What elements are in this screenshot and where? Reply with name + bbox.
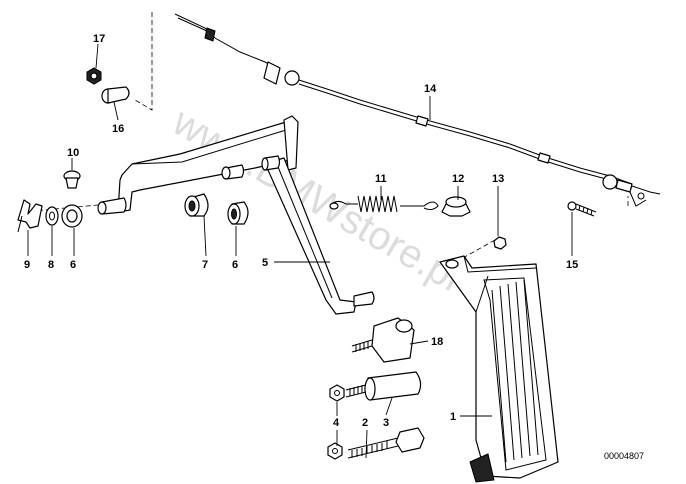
pedal-bracket[interactable] xyxy=(97,115,375,315)
bushing-7[interactable] xyxy=(184,193,209,217)
nut-4-lower[interactable] xyxy=(327,442,343,460)
assembly-line xyxy=(444,239,496,269)
leader-line xyxy=(203,215,207,257)
nut-17[interactable] xyxy=(86,67,102,85)
callout-7: 7 xyxy=(202,259,208,271)
callout-9: 9 xyxy=(24,259,30,271)
callout-10: 10 xyxy=(67,147,79,159)
callout-2: 2 xyxy=(362,417,368,429)
nut-4-upper[interactable] xyxy=(329,384,345,402)
bushing-16[interactable] xyxy=(101,86,130,104)
bushing-6-right[interactable] xyxy=(227,201,249,225)
leader-line xyxy=(409,340,429,345)
leader-line xyxy=(95,43,99,69)
callout-8: 8 xyxy=(48,259,54,271)
bushing-6-left[interactable] xyxy=(61,204,83,228)
screw-15[interactable] xyxy=(567,201,597,217)
accelerator-pedal[interactable] xyxy=(439,255,559,483)
leader-line xyxy=(365,429,368,459)
diagram-reference-number: 00004807 xyxy=(604,451,644,461)
leader-line xyxy=(113,101,119,121)
grommet-12[interactable] xyxy=(441,196,471,217)
callout-16: 16 xyxy=(112,123,124,135)
callout-17: 17 xyxy=(93,33,105,45)
bolt-10[interactable] xyxy=(63,170,81,189)
hex-bolt[interactable] xyxy=(347,427,425,459)
return-spring[interactable] xyxy=(329,195,439,213)
callout-5: 5 xyxy=(262,257,268,269)
clip-9[interactable] xyxy=(17,199,43,233)
washer-8[interactable] xyxy=(45,206,59,226)
callout-3: 3 xyxy=(383,417,389,429)
callout-15: 15 xyxy=(566,259,578,271)
callout-13: 13 xyxy=(492,173,504,185)
callout-14: 14 xyxy=(424,83,437,95)
callout-12: 12 xyxy=(452,173,464,185)
nut-13[interactable] xyxy=(493,236,507,250)
leader-line xyxy=(385,397,393,416)
callout-4: 4 xyxy=(333,417,340,429)
assembly-line xyxy=(134,12,153,111)
adjusting-stud[interactable] xyxy=(345,371,422,401)
pivot-fitting[interactable] xyxy=(351,317,415,363)
callout-6-left: 6 xyxy=(70,259,76,271)
callout-6-right: 6 xyxy=(232,259,238,271)
callout-1: 1 xyxy=(450,411,456,423)
callout-11: 11 xyxy=(375,173,387,185)
callout-18: 18 xyxy=(431,336,443,348)
accelerator-cable[interactable] xyxy=(174,13,661,207)
